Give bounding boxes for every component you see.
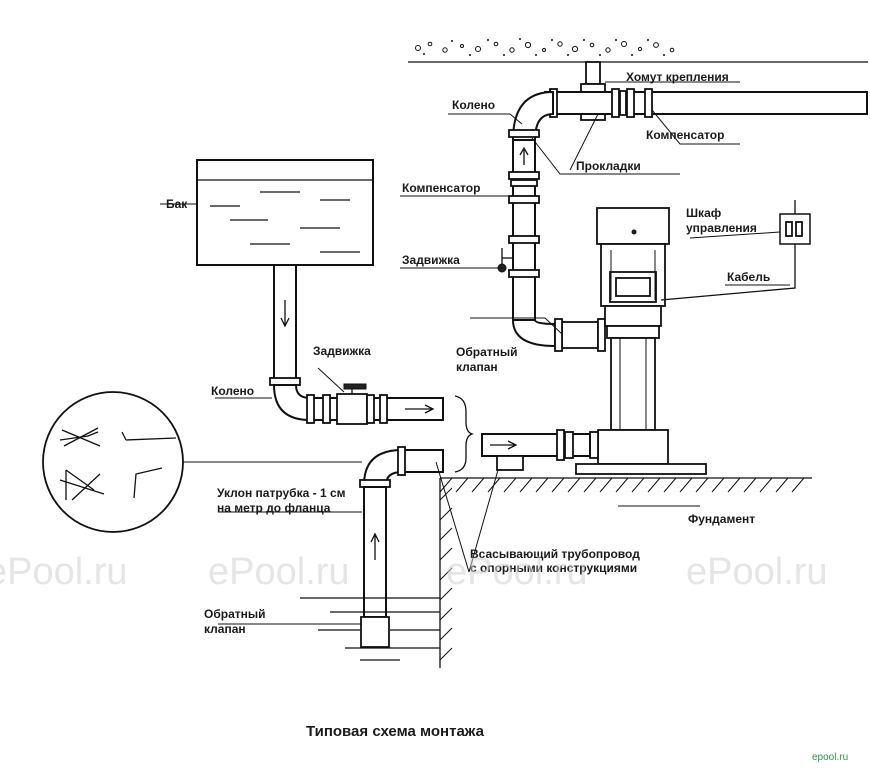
label-cabinet-line2: управления (686, 221, 757, 235)
ground (439, 477, 812, 668)
label-clamp: Хомут крепления (626, 70, 729, 84)
label-check-valve-bottom-line2: клапан (204, 622, 246, 636)
watermark-1: ePool.ru (0, 551, 128, 593)
check-valve-discharge (554, 318, 606, 352)
label-suction-line2: с опорными конструкциями (470, 561, 637, 575)
tank-horizontal-pipe (306, 383, 444, 425)
watermarks: ePool.ru ePool.ru ePool.ru ePool.ru (0, 551, 828, 593)
label-compensator-right: Компенсатор (646, 128, 724, 142)
label-slope-line2: на метр до фланца (217, 501, 331, 515)
watermark-3: ePool.ru (446, 551, 588, 593)
labels: Хомут крепления Колено Компенсатор Прокл… (166, 70, 770, 636)
ceiling (408, 38, 868, 63)
watermark-4: ePool.ru (686, 551, 828, 593)
label-elbow-top: Колено (452, 98, 495, 112)
label-compensator-left: Компенсатор (402, 181, 480, 195)
discharge-pipe-top (544, 88, 868, 118)
tank-outlet-pipe (269, 264, 301, 386)
label-cable: Кабель (727, 270, 770, 284)
label-tank: Бак (166, 197, 188, 211)
label-valve-top: Задвижка (402, 253, 460, 267)
label-slope-line1: Уклон патрубка - 1 см (217, 486, 346, 500)
well-suction-pipe (300, 446, 444, 661)
discharge-pipe-vertical (497, 129, 540, 321)
pump (575, 207, 707, 475)
brace (454, 395, 475, 473)
label-elbow-mid: Колено (211, 384, 254, 398)
control-cabinet (660, 200, 811, 301)
label-check-valve-top-line1: Обратный (456, 345, 518, 359)
leader-lines (160, 81, 790, 625)
logo: epool.ru (812, 752, 848, 763)
label-gaskets: Прокладки (576, 159, 641, 173)
tank (196, 159, 374, 266)
elbow-mid (272, 384, 311, 422)
label-valve-mid: Задвижка (313, 344, 371, 358)
watermark-2: ePool.ru (208, 551, 350, 593)
label-suction-line1: Всасывающий трубопровод (470, 547, 640, 561)
label-check-valve-bottom-line1: Обратный (204, 607, 266, 621)
detail-circle (42, 391, 362, 533)
label-cabinet-line1: Шкаф (686, 206, 722, 220)
label-check-valve-top-line2: клапан (456, 360, 498, 374)
elbow-discharge-bottom (511, 319, 556, 348)
suction-pipe-pump (481, 429, 591, 471)
diagram-title: Типовая схема монтажа (306, 723, 485, 740)
label-foundation: Фундамент (688, 512, 755, 526)
